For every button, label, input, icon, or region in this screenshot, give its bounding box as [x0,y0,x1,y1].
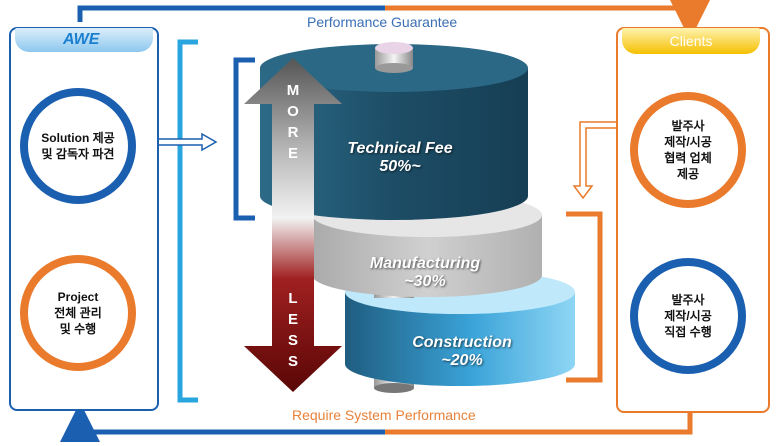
clients-title: Clients [669,33,713,49]
right-circle-direct: 발주사 제작/시공 직접 수행 [630,258,746,374]
left-circle-project: Project 전체 관리 및 수행 [20,255,136,371]
construction-label: Construction ~20% [392,334,532,370]
more-letter: R [287,124,299,141]
require-performance-label: Require System Performance [292,407,476,423]
circle-line: Project [57,289,99,304]
tier-name: Manufacturing [369,255,481,272]
less-label: L E S S [281,288,305,372]
logo-text: AWE [63,31,100,48]
more-letter: M [286,82,300,99]
performance-guarantee-label: Performance Guarantee [307,14,458,30]
circle-line: 직접 수행 [664,325,712,340]
more-letter: E [287,145,298,162]
technical-fee-label: Technical Fee 50%~ [330,140,470,176]
more-label: M O R E [281,80,305,164]
circle-line: 협력 업체 [664,151,712,165]
manufacturing-label: Manufacturing ~30% [355,255,495,291]
left-circle-solution: Solution 제공 및 감독자 파견 [20,88,136,204]
circle-line: 및 감독자 파견 [41,147,115,161]
less-letter: S [287,332,298,349]
tier-value: 50%~ [379,158,421,175]
circle-line: 전체 관리 [54,305,102,320]
circle-line: Solution 제공 [41,130,115,145]
right-circle-partner: 발주사 제작/시공 협력 업체 제공 [630,92,746,208]
circle-line: 제작/시공 [664,134,712,149]
tier-name: Construction [412,334,512,351]
awe-logo: AWE [15,28,153,52]
circle-line: 발주사 [671,118,705,133]
circle-line: 발주사 [671,292,705,307]
tier-value: ~30% [404,273,446,290]
circle-line: 제작/시공 [664,308,712,323]
circle-line: 및 수행 [59,322,97,337]
less-letter: E [287,311,298,328]
tier-name: Technical Fee [347,140,453,157]
clients-header: Clients [622,28,760,54]
less-letter: S [287,353,298,370]
circle-line: 제공 [676,167,700,182]
tier-value: ~20% [441,352,483,369]
more-letter: O [287,103,299,120]
less-letter: L [288,290,298,307]
